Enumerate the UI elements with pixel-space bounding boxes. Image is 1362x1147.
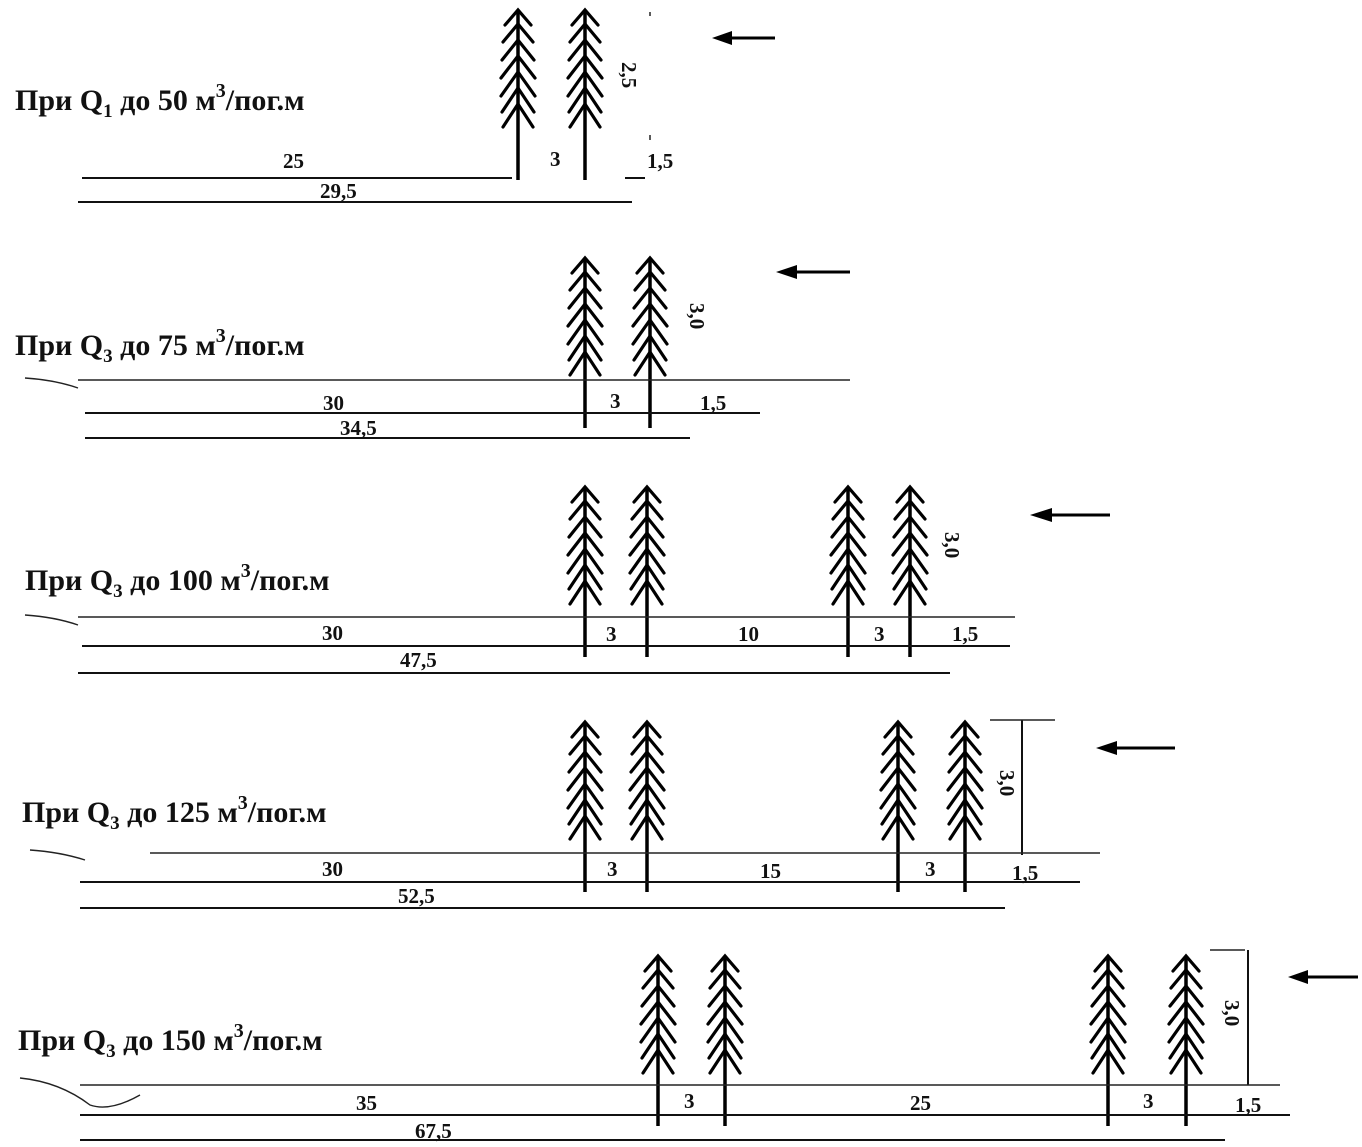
- dimension-label: 25: [910, 1091, 931, 1115]
- dimension-label: 15: [760, 859, 781, 883]
- row-label: При Q3 до 125 м3/пог.м: [22, 792, 327, 834]
- dimension-label: 30: [322, 857, 343, 881]
- tree-icon: [829, 485, 867, 659]
- wind-arrow-icon: [712, 31, 775, 45]
- dimension-label: 3: [606, 622, 617, 646]
- wind-arrow-icon: [1030, 508, 1110, 522]
- scheme-row-2: При Q3 до 75 м3/пог.м 30 3 1,5 34,5 3,0: [15, 256, 850, 440]
- wind-arrow-icon: [1096, 741, 1175, 755]
- tree-icon: [628, 485, 666, 659]
- tree-icon: [706, 954, 744, 1128]
- dimension-label: 30: [323, 391, 344, 415]
- scheme-row-1: При Q1 до 50 м3/пог.м 25 3 1,5 29,5 2,5: [15, 8, 775, 203]
- tree-icon: [499, 8, 537, 182]
- dimension-label: 52,5: [398, 884, 435, 908]
- dimension-label: 3: [925, 857, 936, 881]
- row-label: При Q3 до 150 м3/пог.м: [18, 1020, 323, 1062]
- dimension-label: 1,5: [1012, 861, 1038, 885]
- tree-icon: [879, 720, 917, 894]
- tree-icon: [891, 485, 929, 659]
- tree-icon: [946, 720, 984, 894]
- dimension-label: 3: [684, 1089, 695, 1113]
- tree-icon: [631, 256, 669, 430]
- wind-arrow-icon: [776, 265, 850, 279]
- dimension-label: 1,5: [700, 391, 726, 415]
- dimension-label: 35: [356, 1091, 377, 1115]
- dimension-label: 3: [610, 389, 621, 413]
- dimension-label: 29,5: [320, 179, 357, 203]
- tree-icon: [566, 485, 604, 659]
- dimension-label: 3: [874, 622, 885, 646]
- row-label: При Q3 до 100 м3/пог.м: [25, 560, 330, 602]
- tree-icon: [628, 720, 666, 894]
- row-label: При Q3 до 75 м3/пог.м: [15, 325, 305, 367]
- height-label: 3,0: [685, 303, 709, 329]
- dimension-label: 34,5: [340, 416, 377, 440]
- height-label: 3,0: [995, 770, 1019, 796]
- dimension-label: 10: [738, 622, 759, 646]
- tree-icon: [566, 720, 604, 894]
- dimension-label: 3: [1143, 1089, 1154, 1113]
- dimension-label: 67,5: [415, 1119, 452, 1143]
- dimension-label: 1,5: [647, 149, 673, 173]
- scheme-row-5: При Q3 до 150 м3/пог.м 35 3 25 3 1,5 67,…: [18, 949, 1358, 1143]
- height-label: 3,0: [1220, 1000, 1244, 1026]
- ditch-line: [24, 377, 79, 389]
- tree-icon: [566, 256, 604, 430]
- scheme-row-4: При Q3 до 125 м3/пог.м 30 3 15 3 1,5 52,…: [22, 719, 1175, 909]
- tree-icon: [639, 954, 677, 1128]
- wind-arrow-icon: [1288, 970, 1358, 984]
- dimension-label: 3: [607, 857, 618, 881]
- ditch-line: [24, 614, 79, 626]
- dimension-label: 47,5: [400, 648, 437, 672]
- scheme-row-3: При Q3 до 100 м3/пог.м 30 3 10 3 1,5 47,…: [24, 485, 1110, 674]
- dimension-label: 25: [283, 149, 304, 173]
- tree-icon: [566, 8, 604, 182]
- row-label: При Q1 до 50 м3/пог.м: [15, 80, 305, 122]
- dimension-label: 3: [550, 147, 561, 171]
- tree-icon: [1167, 954, 1205, 1128]
- height-label: 2,5: [617, 62, 641, 88]
- ditch-line: [29, 849, 86, 861]
- height-label: 3,0: [940, 532, 964, 558]
- dimension-label: 1,5: [952, 622, 978, 646]
- tree-icon: [1089, 954, 1127, 1128]
- dimension-label: 1,5: [1235, 1093, 1261, 1117]
- dimension-label: 30: [322, 621, 343, 645]
- ditch-line: [19, 1077, 141, 1108]
